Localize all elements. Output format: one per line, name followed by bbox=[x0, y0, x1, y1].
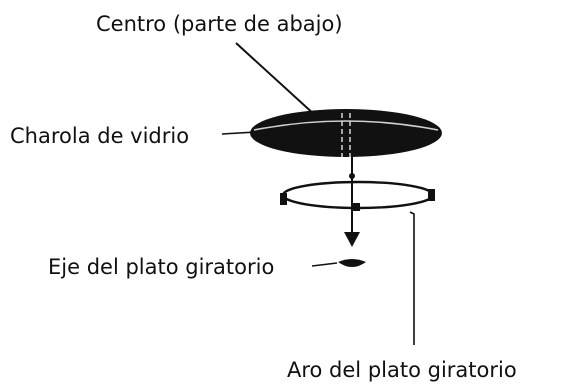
ring-leader-line bbox=[409, 211, 415, 345]
center-bottom-leader-line bbox=[235, 42, 317, 117]
glass-tray-drawing bbox=[250, 109, 442, 157]
glass-tray-body bbox=[250, 109, 442, 157]
center-bottom-label: Centro (parte de abajo) bbox=[96, 12, 343, 36]
glass-tray-rim-highlight bbox=[253, 120, 439, 131]
turntable-ring-drawing bbox=[280, 180, 435, 211]
turntable-axle-label: Eje del plato giratorio bbox=[48, 255, 275, 279]
glass-tray-leader-line bbox=[221, 131, 257, 135]
axle-leader-line bbox=[311, 262, 338, 267]
assembly-arrow bbox=[344, 150, 360, 247]
turntable-axle-drawing bbox=[338, 259, 366, 267]
glass-tray-center-hub bbox=[341, 113, 351, 157]
glass-tray-label: Charola de vidrio bbox=[10, 124, 190, 148]
turntable-ring-label: Aro del plato giratorio bbox=[287, 358, 517, 382]
